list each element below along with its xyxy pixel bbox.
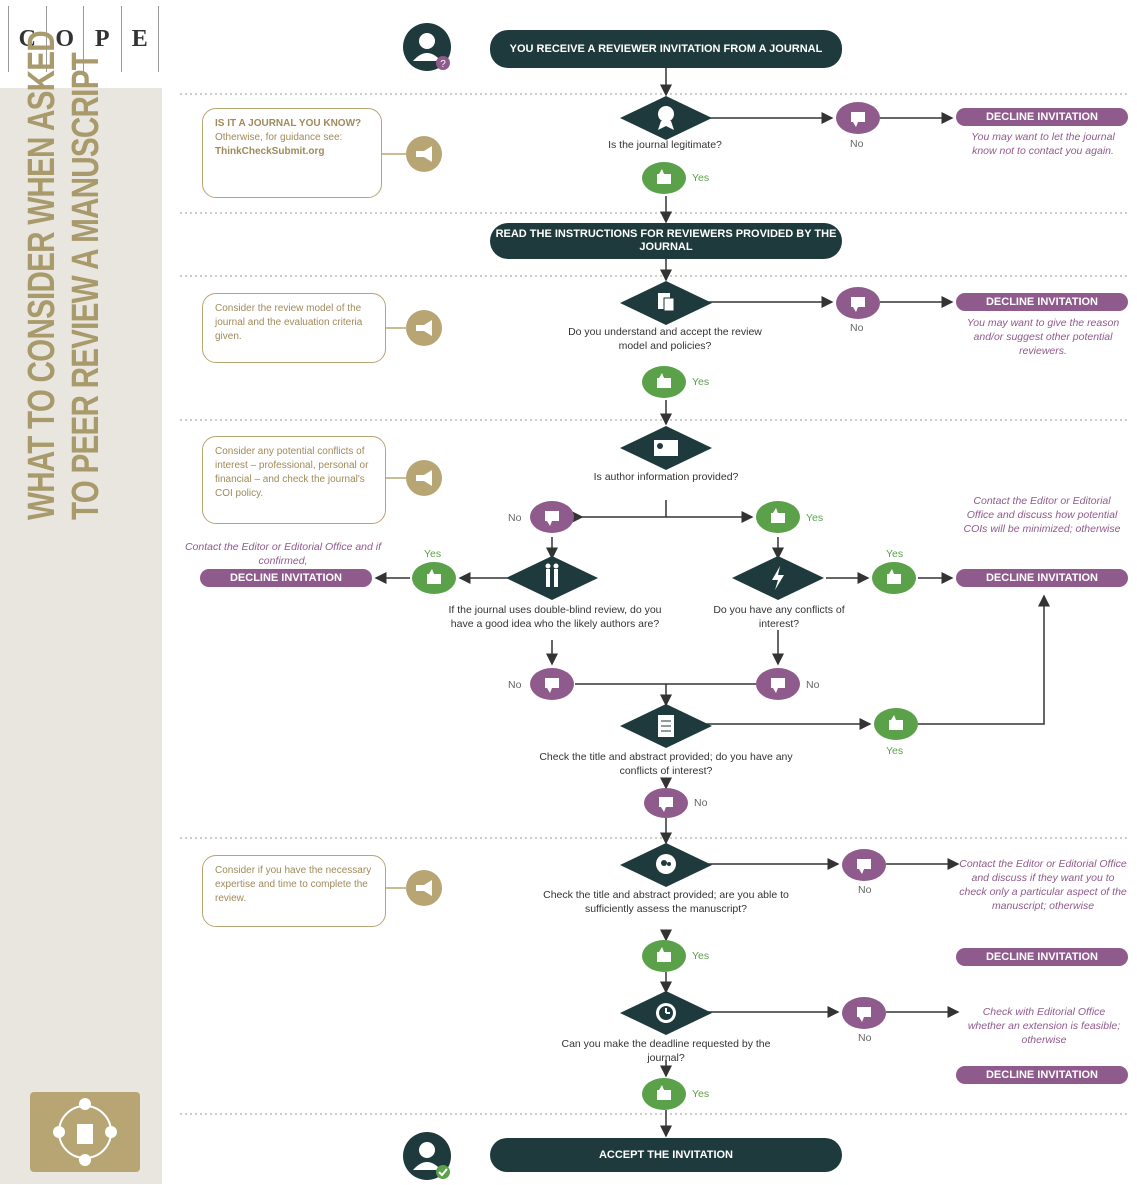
question-author-info: Is author information provided? xyxy=(593,471,739,483)
thumbs-down-icon xyxy=(644,788,688,818)
reviewer-check-icon xyxy=(403,1132,451,1180)
people-pair-icon xyxy=(506,556,598,600)
svg-text:?: ? xyxy=(440,59,446,70)
section-dividers xyxy=(180,93,1130,1115)
start-step: YOU RECEIVE A REVIEWER INVITATION FROM A… xyxy=(490,30,842,68)
decline-invitation-2: DECLINE INVITATION xyxy=(956,293,1128,311)
question-journal-legitimate: Is the journal legitimate? xyxy=(608,139,722,151)
note-decline-2: You may want to give the reason and/or s… xyxy=(966,317,1120,357)
reviewer-person-icon: ? xyxy=(403,23,451,71)
thumbs-up-icon xyxy=(412,562,456,594)
note-expertise: Contact the Editor or Editorial Office a… xyxy=(959,858,1127,912)
thumbs-down-icon xyxy=(842,997,886,1029)
note-decline-1: You may want to let the journal know not… xyxy=(971,131,1115,157)
question-conflicts: Do you have any conflicts of interest? xyxy=(713,604,845,630)
label-yes: Yes xyxy=(886,745,904,757)
question-title-abstract-coi: Check the title and abstract provided; d… xyxy=(539,751,793,777)
question-deadline: Can you make the deadline requested by t… xyxy=(561,1038,771,1064)
label-yes: Yes xyxy=(692,1088,710,1100)
label-no: No xyxy=(858,884,872,896)
abstract-document-icon xyxy=(620,704,712,748)
label-no: No xyxy=(508,679,522,691)
label-yes: Yes xyxy=(692,376,710,388)
label-no: No xyxy=(694,797,708,809)
tip-expertise: Consider if you have the necessary exper… xyxy=(202,855,386,927)
decline-invitation-4: DECLINE INVITATION xyxy=(956,569,1128,587)
read-instructions-step: READ THE INSTRUCTIONS FOR REVIEWERS PROV… xyxy=(490,223,842,259)
label-no: No xyxy=(850,322,864,334)
head-gears-icon xyxy=(620,843,712,887)
logo-letter-p: P xyxy=(84,6,122,72)
thumbs-up-icon xyxy=(642,366,686,398)
note-coi: Contact the Editor or Editorial Office a… xyxy=(963,495,1121,535)
label-no: No xyxy=(850,138,864,150)
tip-journal-known: IS IT A JOURNAL YOU KNOW? Otherwise, for… xyxy=(202,108,382,198)
label-no: No xyxy=(858,1032,872,1044)
lightning-icon xyxy=(732,556,824,600)
thumbs-up-icon xyxy=(642,162,686,194)
people-circle-icon xyxy=(30,1092,140,1172)
megaphone-icon xyxy=(406,310,442,346)
decline-invitation-5: DECLINE INVITATION xyxy=(956,948,1128,966)
logo-letter-o: O xyxy=(47,6,84,72)
tip-conflicts: Consider any potential conflicts of inte… xyxy=(202,436,386,524)
author-card-icon xyxy=(620,426,712,470)
award-icon xyxy=(620,96,712,140)
note-deadline: Check with Editorial Office whether an e… xyxy=(967,1006,1121,1046)
question-review-model: Do you understand and accept the review … xyxy=(568,326,762,352)
tip-review-model: Consider the review model of the journal… xyxy=(202,293,386,363)
label-yes: Yes xyxy=(886,548,904,560)
megaphone-icon xyxy=(406,870,442,906)
decline-invitation-3: DECLINE INVITATION xyxy=(200,569,372,587)
logo-letter-e: E xyxy=(122,6,159,72)
thumbs-down-icon xyxy=(842,849,886,881)
question-expertise: Check the title and abstract provided; a… xyxy=(543,889,789,915)
note-double-blind: Contact the Editor or Editorial Office a… xyxy=(184,541,382,567)
thumbs-up-icon xyxy=(874,708,918,740)
tip-1-text: Otherwise, for guidance see: xyxy=(215,132,343,143)
tip-1-link: ThinkCheckSubmit.org xyxy=(215,146,325,157)
decline-invitation-1: DECLINE INVITATION xyxy=(956,108,1128,126)
decline-invitation-6: DECLINE INVITATION xyxy=(956,1066,1128,1084)
thumbs-down-icon xyxy=(530,668,574,700)
label-no: No xyxy=(508,512,522,524)
thumbs-down-icon xyxy=(836,102,880,134)
cope-logo: C O P E xyxy=(8,6,159,72)
label-yes: Yes xyxy=(692,950,710,962)
label-no: No xyxy=(806,679,820,691)
clock-icon xyxy=(620,991,712,1035)
label-yes: Yes xyxy=(692,172,710,184)
label-yes: Yes xyxy=(806,512,824,524)
logo-letter-c: C xyxy=(9,6,47,72)
tip-1-heading: IS IT A JOURNAL YOU KNOW? xyxy=(215,118,362,129)
question-double-blind: If the journal uses double-blind review,… xyxy=(448,604,662,630)
thumbs-up-icon xyxy=(872,562,916,594)
thumbs-up-icon xyxy=(642,1078,686,1110)
thumbs-down-icon xyxy=(836,287,880,319)
sidebar-panel xyxy=(0,88,162,1184)
thumbs-up-icon xyxy=(642,940,686,972)
megaphone-icon xyxy=(406,136,442,172)
accept-step: ACCEPT THE INVITATION xyxy=(490,1138,842,1172)
document-icon xyxy=(620,281,712,325)
label-yes: Yes xyxy=(424,548,442,560)
thumbs-down-icon xyxy=(530,501,574,533)
megaphone-icon xyxy=(406,460,442,496)
thumbs-down-icon xyxy=(756,668,800,700)
thumbs-up-icon xyxy=(756,501,800,533)
